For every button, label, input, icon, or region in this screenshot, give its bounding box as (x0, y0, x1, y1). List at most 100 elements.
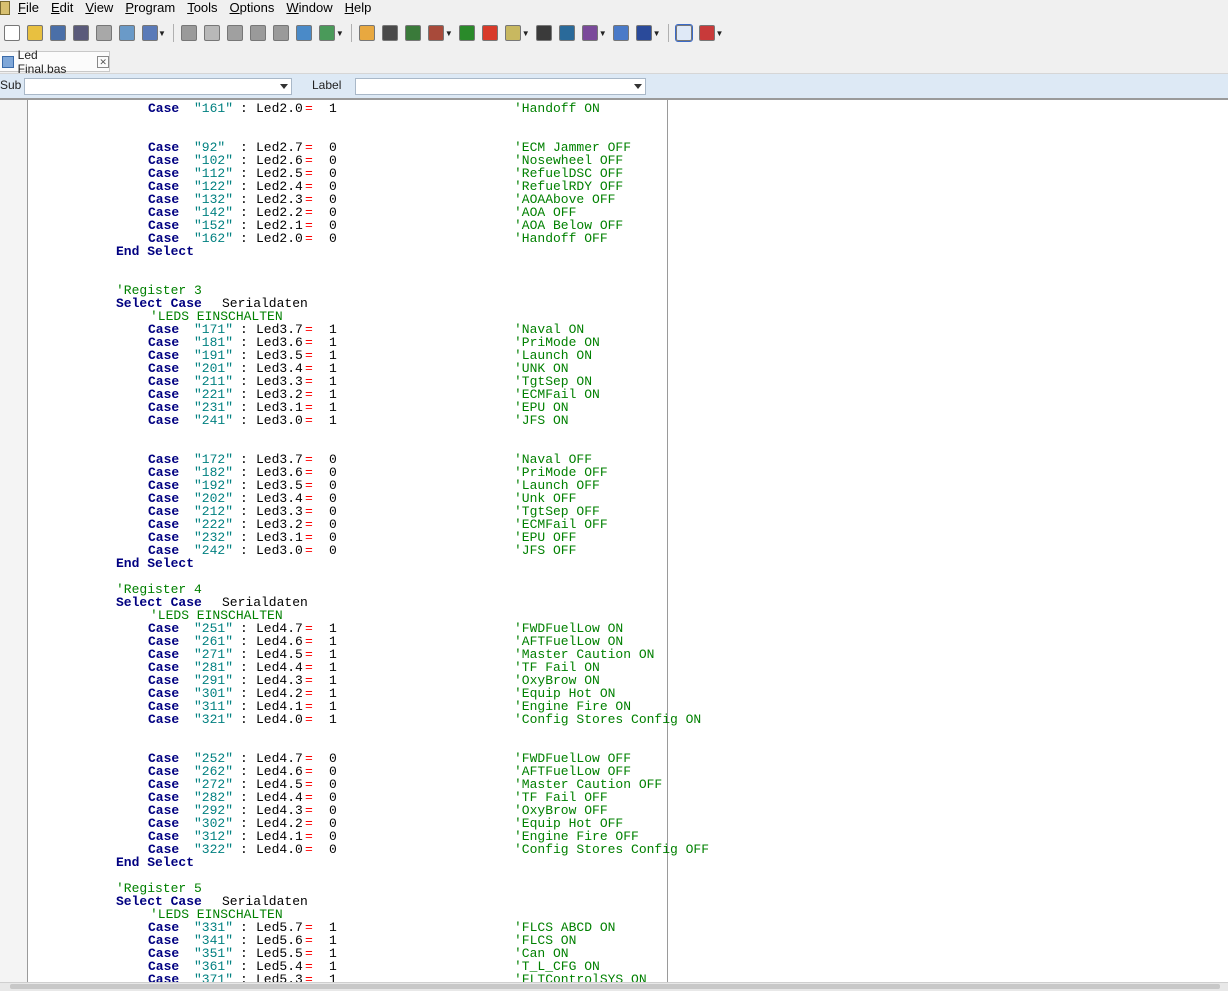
help-icon[interactable] (636, 25, 653, 41)
stop-icon[interactable] (482, 25, 499, 41)
statement-separator: : (240, 764, 248, 779)
led-variable: Led3.5 (256, 478, 303, 493)
graphic-converter-icon[interactable] (582, 25, 599, 41)
case-string: "162" (194, 231, 234, 246)
editor-gutter[interactable] (0, 100, 28, 982)
dropdown-arrow-icon[interactable]: ▼ (598, 28, 607, 38)
label-dropdown[interactable] (355, 78, 646, 95)
assign-operator: = (305, 699, 313, 714)
case-string: "232" (194, 530, 234, 545)
assign-operator: = (305, 348, 313, 363)
lcd-designer-icon[interactable] (559, 25, 576, 41)
case-keyword: Case (148, 686, 180, 701)
menu-view[interactable]: View (85, 0, 114, 15)
hand-icon[interactable] (359, 25, 376, 41)
led-variable: Led5.7 (256, 920, 303, 935)
case-string: "242" (194, 543, 234, 558)
copy-icon[interactable] (204, 25, 221, 41)
menu-tools[interactable]: Tools (187, 0, 218, 15)
menu-file[interactable]: File (18, 0, 39, 15)
print-preview-icon[interactable] (118, 25, 135, 41)
indent-icon[interactable] (250, 25, 267, 41)
led-value: 0 (329, 803, 337, 818)
statement-separator: : (240, 777, 248, 792)
menu-options[interactable]: Options (229, 0, 275, 15)
led-value: 1 (329, 933, 337, 948)
led-variable: Led2.2 (256, 205, 303, 220)
tab-led-final[interactable]: Led Final.bas ✕ (0, 48, 110, 76)
dropdown-arrow-icon[interactable]: ▼ (521, 28, 530, 38)
code-comment: 'Naval ON (514, 322, 585, 337)
menu-edit[interactable]: Edit (50, 0, 74, 15)
led-value: 1 (329, 959, 337, 974)
case-string: "301" (194, 686, 234, 701)
assign-operator: = (305, 816, 313, 831)
case-keyword: Case (148, 517, 180, 532)
statement-separator: : (240, 816, 248, 831)
outdent-icon[interactable] (273, 25, 290, 41)
select-variable: Serialdaten (222, 296, 308, 311)
save-icon[interactable] (49, 25, 66, 41)
statement-separator: : (240, 790, 248, 805)
dropdown-arrow-icon[interactable]: ▼ (652, 28, 661, 38)
compile-icon[interactable] (405, 25, 422, 41)
case-string: "102" (194, 153, 234, 168)
statement-separator: : (240, 530, 248, 545)
case-keyword: Case (148, 491, 180, 506)
code-comment: 'Master Caution ON (514, 647, 655, 662)
replace-icon[interactable] (319, 25, 336, 41)
close-tab-icon[interactable]: ✕ (97, 55, 109, 68)
chip-program-icon[interactable] (428, 25, 445, 41)
paste-icon[interactable] (227, 25, 244, 41)
case-string: "92" (194, 140, 226, 155)
led-variable: Led2.0 (256, 231, 303, 246)
case-string: "191" (194, 348, 234, 363)
menu-help[interactable]: Help (344, 0, 372, 15)
case-keyword: Case (148, 647, 180, 662)
terminal-icon[interactable] (536, 25, 553, 41)
dropdown-arrow-icon[interactable]: ▼ (335, 28, 344, 38)
horizontal-scrollbar[interactable] (0, 982, 1228, 991)
assign-operator: = (305, 621, 313, 636)
cut-icon[interactable] (181, 25, 198, 41)
statement-separator: : (240, 699, 248, 714)
new-file-icon[interactable] (3, 25, 20, 41)
led-variable: Led4.4 (256, 660, 303, 675)
info-icon[interactable] (613, 25, 630, 41)
zoom-icon[interactable] (675, 24, 694, 42)
dropdown-arrow-icon[interactable]: ▼ (444, 28, 453, 38)
assign-operator: = (305, 400, 313, 415)
case-keyword: Case (148, 413, 180, 428)
dropdown-arrow-icon[interactable]: ▼ (715, 28, 724, 38)
save-all-icon[interactable] (72, 25, 89, 41)
scrollbar-thumb[interactable] (10, 984, 1220, 989)
led-value: 0 (329, 140, 337, 155)
export-icon[interactable] (141, 25, 158, 41)
case-keyword: Case (148, 790, 180, 805)
menu-window[interactable]: Window (286, 0, 333, 15)
assign-operator: = (305, 452, 313, 467)
find-icon[interactable] (296, 25, 313, 41)
case-keyword: Case (148, 322, 180, 337)
pdf-icon[interactable] (699, 25, 716, 41)
code-comment: 'Config Stores Config ON (514, 712, 702, 727)
sub-dropdown[interactable] (24, 78, 292, 95)
simulator-icon[interactable] (505, 25, 522, 41)
case-string: "122" (194, 179, 234, 194)
led-value: 1 (329, 387, 337, 402)
program-chip-icon[interactable] (459, 25, 476, 41)
code-comment: 'TgtSep OFF (514, 504, 600, 519)
led-variable: Led2.0 (256, 101, 303, 116)
open-folder-icon[interactable] (26, 25, 43, 41)
dropdown-arrow-icon[interactable]: ▼ (158, 28, 166, 38)
statement-separator: : (240, 686, 248, 701)
menu-program[interactable]: Program (125, 0, 176, 15)
syntax-check-icon[interactable] (382, 25, 399, 41)
assign-operator: = (305, 192, 313, 207)
statement-separator: : (240, 946, 248, 961)
case-keyword: Case (148, 205, 180, 220)
assign-operator: = (305, 387, 313, 402)
print-icon[interactable] (95, 25, 112, 41)
led-value: 1 (329, 920, 337, 935)
